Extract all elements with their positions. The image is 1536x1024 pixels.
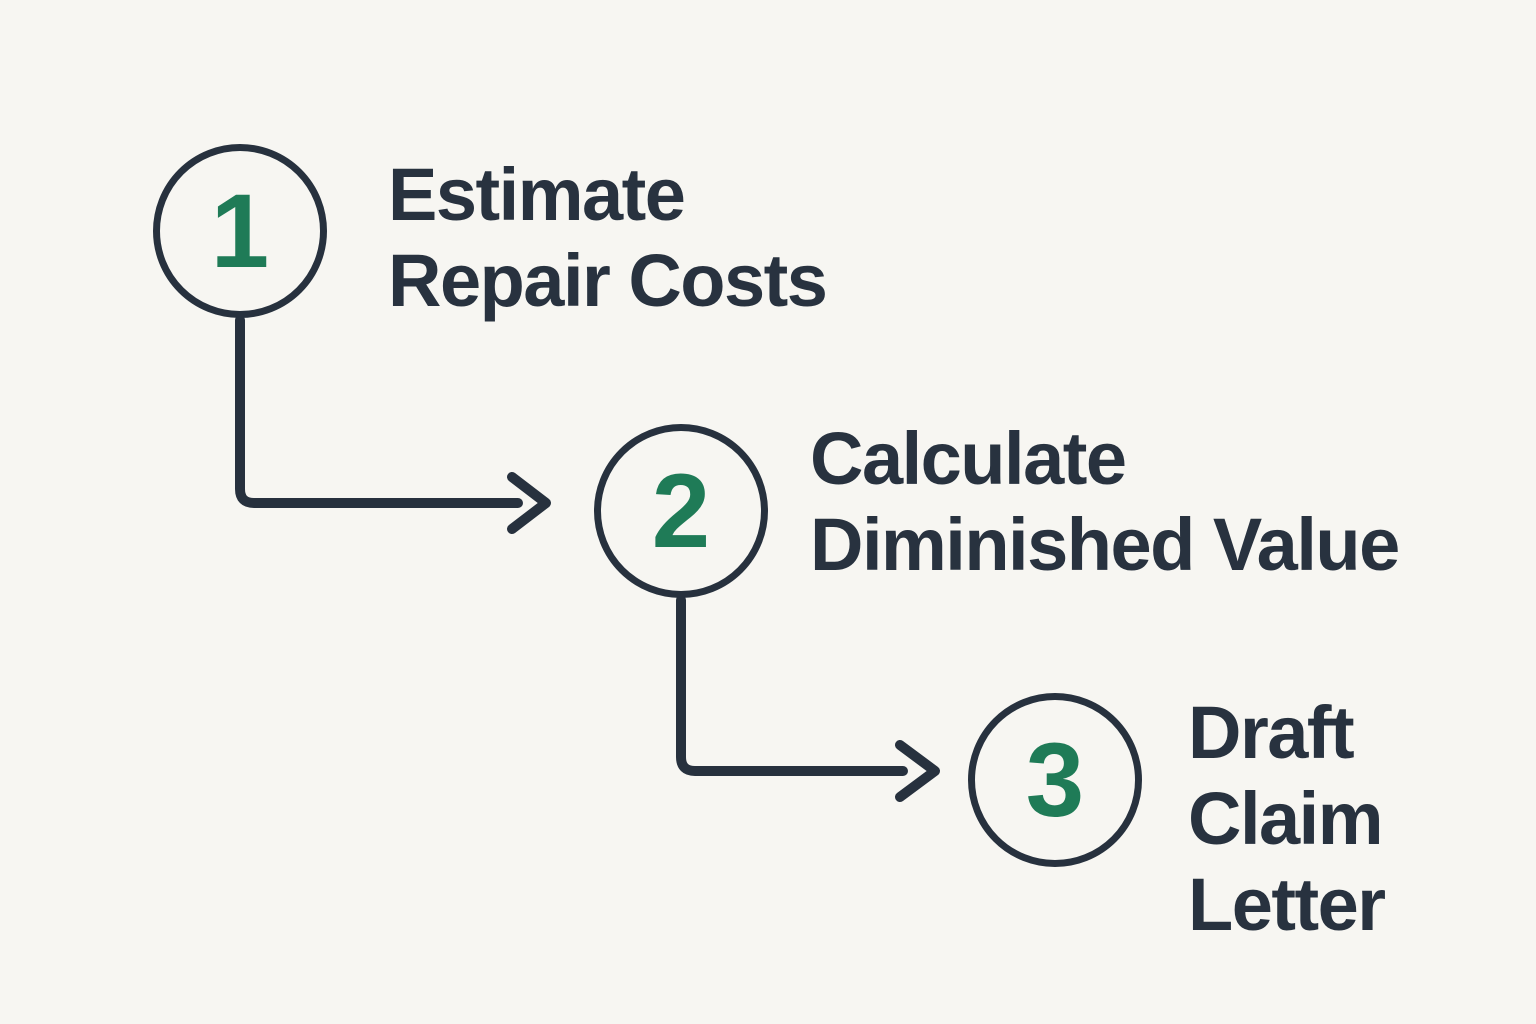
step-3-number: 3 [1025, 721, 1085, 839]
step-3-label-line-1: Draft [1188, 691, 1355, 774]
step-1-label: Estimate Repair Costs [388, 152, 828, 324]
arrow-step2-to-step3-icon [676, 595, 940, 802]
step-2-label: Calculate Diminished Value [810, 416, 1400, 588]
arrow-step1-to-step2-icon [235, 315, 551, 534]
step-3-label: Draft Claim Letter [1188, 690, 1386, 948]
step-1-label-line-2: Repair Costs [388, 239, 828, 322]
step-3-label-line-2: Claim [1188, 777, 1384, 860]
step-3-label-line-3: Letter [1188, 863, 1386, 946]
step-2-circle: 2 [594, 424, 768, 598]
step-1-circle: 1 [153, 144, 327, 318]
step-1-label-line-1: Estimate [388, 153, 686, 236]
step-3-circle: 3 [968, 693, 1142, 867]
step-2-number: 2 [651, 452, 711, 570]
step-2-label-line-2: Diminished Value [810, 503, 1400, 586]
step-1-number: 1 [210, 172, 270, 290]
step-2-label-line-1: Calculate [810, 417, 1127, 500]
